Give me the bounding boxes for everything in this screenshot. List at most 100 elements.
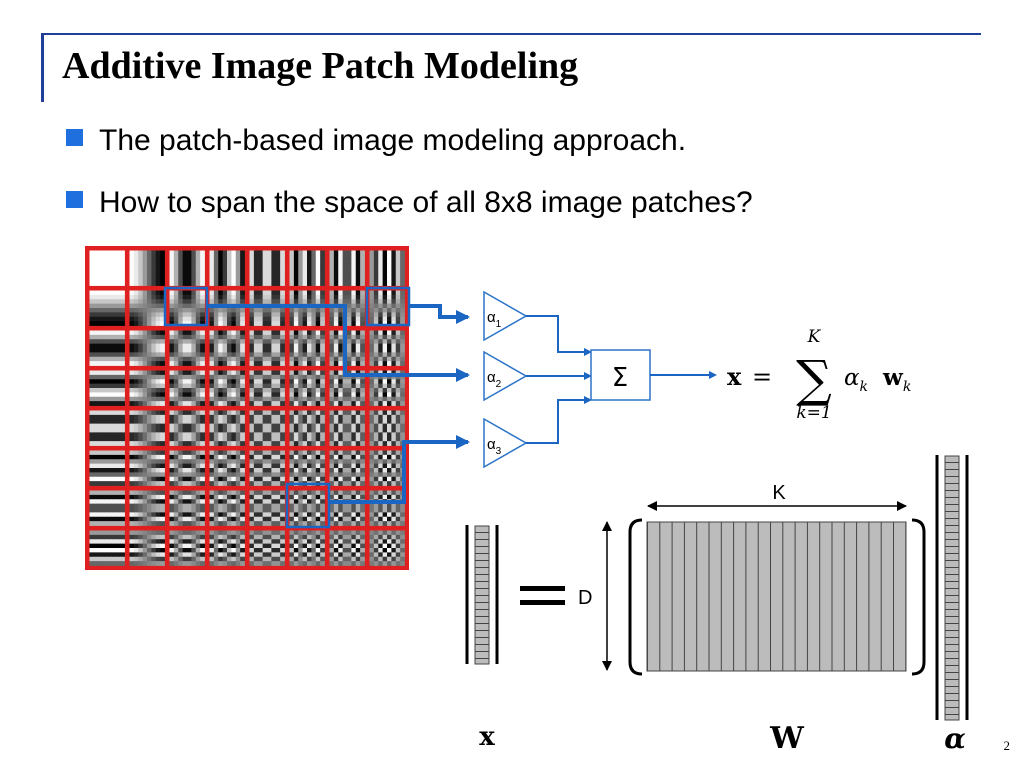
- basis-patch: [289, 410, 325, 446]
- sum-input-line-3: [526, 396, 592, 444]
- bullet-item: How to span the space of all 8x8 image p…: [66, 186, 753, 220]
- basis-patch: [369, 530, 405, 566]
- basis-patch: [169, 290, 205, 326]
- basis-patch: [129, 530, 165, 566]
- basis-patch: [209, 290, 245, 326]
- basis-patch: [89, 250, 125, 286]
- basis-patch: [209, 410, 245, 446]
- basis-patch: [369, 490, 405, 526]
- basis-patch: [369, 330, 405, 366]
- basis-patch: [89, 450, 125, 486]
- basis-patch: [289, 530, 325, 566]
- formula-alpha: αk: [844, 365, 868, 395]
- basis-patch: [89, 490, 125, 526]
- basis-patch: [329, 370, 365, 406]
- basis-patch: [169, 370, 205, 406]
- slide-title: Additive Image Patch Modeling: [62, 45, 579, 87]
- basis-patch: [249, 290, 285, 326]
- x-vector: [474, 525, 490, 665]
- title-rule-horizontal: [41, 33, 981, 35]
- basis-patch: [289, 330, 325, 366]
- alpha-3-triangle: [483, 417, 528, 469]
- basis-patch: [169, 490, 205, 526]
- basis-patch: [169, 450, 205, 486]
- basis-patch: [289, 490, 325, 526]
- basis-patch: [89, 290, 125, 326]
- basis-patch: [249, 370, 285, 406]
- alpha-2-triangle: [483, 350, 528, 402]
- alpha-2-label: α2: [487, 369, 502, 390]
- sum-symbol: Σ: [612, 363, 628, 393]
- connector-line-2: [207, 304, 470, 382]
- basis-patch: [329, 410, 365, 446]
- basis-patch: [129, 330, 165, 366]
- alpha-3-label: α3: [487, 436, 502, 457]
- basis-patch: [329, 530, 365, 566]
- basis-patch: [369, 290, 405, 326]
- basis-patch: [129, 290, 165, 326]
- d-label: D: [578, 587, 592, 609]
- connector-line-1: [409, 304, 470, 324]
- basis-patch: [209, 330, 245, 366]
- basis-patch: [249, 490, 285, 526]
- basis-patch: [329, 450, 365, 486]
- basis-patch: [169, 250, 205, 286]
- equals-bar-bottom: [520, 600, 565, 605]
- w-bracket-right: [911, 518, 926, 676]
- formula-upper-limit: K: [807, 327, 822, 347]
- basis-patch: [169, 530, 205, 566]
- sum-box: [590, 349, 651, 401]
- bullet-item: The patch-based image modeling approach.: [66, 124, 686, 158]
- bullet-square-icon: [66, 191, 83, 208]
- basis-patch: [289, 290, 325, 326]
- basis-patch: [209, 530, 245, 566]
- basis-patch: [129, 410, 165, 446]
- basis-patch: [209, 450, 245, 486]
- basis-patch: [209, 490, 245, 526]
- basis-patch: [89, 530, 125, 566]
- dct-basis-grid: [85, 246, 409, 570]
- equals-bar-top: [520, 586, 565, 591]
- formula-equals: =: [752, 363, 772, 391]
- formula-lower-limit: k=1: [796, 403, 831, 423]
- basis-patch: [249, 330, 285, 366]
- basis-patch: [369, 370, 405, 406]
- basis-patch: [249, 410, 285, 446]
- basis-patch: [249, 450, 285, 486]
- w-bracket-left: [628, 518, 643, 676]
- basis-patch: [289, 250, 325, 286]
- formula-lhs: x: [727, 362, 742, 391]
- basis-patch: [369, 250, 405, 286]
- basis-patch: [289, 370, 325, 406]
- basis-patch: [169, 330, 205, 366]
- formula: x = K ∑ k=1 αk wk: [727, 327, 911, 423]
- bullet-text: How to span the space of all 8x8 image p…: [99, 186, 753, 219]
- formula-w: wk: [882, 364, 911, 395]
- basis-patch: [249, 250, 285, 286]
- basis-patch: [129, 250, 165, 286]
- w-matrix: [646, 521, 907, 672]
- basis-patch: [209, 250, 245, 286]
- alpha-1-triangle: [483, 290, 528, 342]
- basis-patch: [209, 370, 245, 406]
- page-number: 2: [1003, 738, 1011, 753]
- basis-patch: [89, 330, 125, 366]
- basis-patch: [129, 450, 165, 486]
- basis-patch: [329, 290, 365, 326]
- k-label: K: [772, 482, 786, 504]
- basis-patch: [329, 490, 365, 526]
- sum-input-line-1: [526, 315, 592, 356]
- formula-sigma: ∑: [796, 350, 832, 408]
- highlight-box-3: [285, 482, 331, 529]
- basis-patch: [329, 250, 365, 286]
- basis-patch: [169, 410, 205, 446]
- alpha-vector: [944, 455, 960, 721]
- basis-patch: [129, 490, 165, 526]
- connector-line-3: [329, 435, 470, 504]
- basis-patch: [289, 450, 325, 486]
- bullet-text: The patch-based image modeling approach.: [99, 124, 687, 157]
- w-matrix-label: W: [769, 721, 805, 756]
- x-vector-label: x: [479, 722, 495, 752]
- basis-patch: [249, 530, 285, 566]
- basis-patch: [89, 410, 125, 446]
